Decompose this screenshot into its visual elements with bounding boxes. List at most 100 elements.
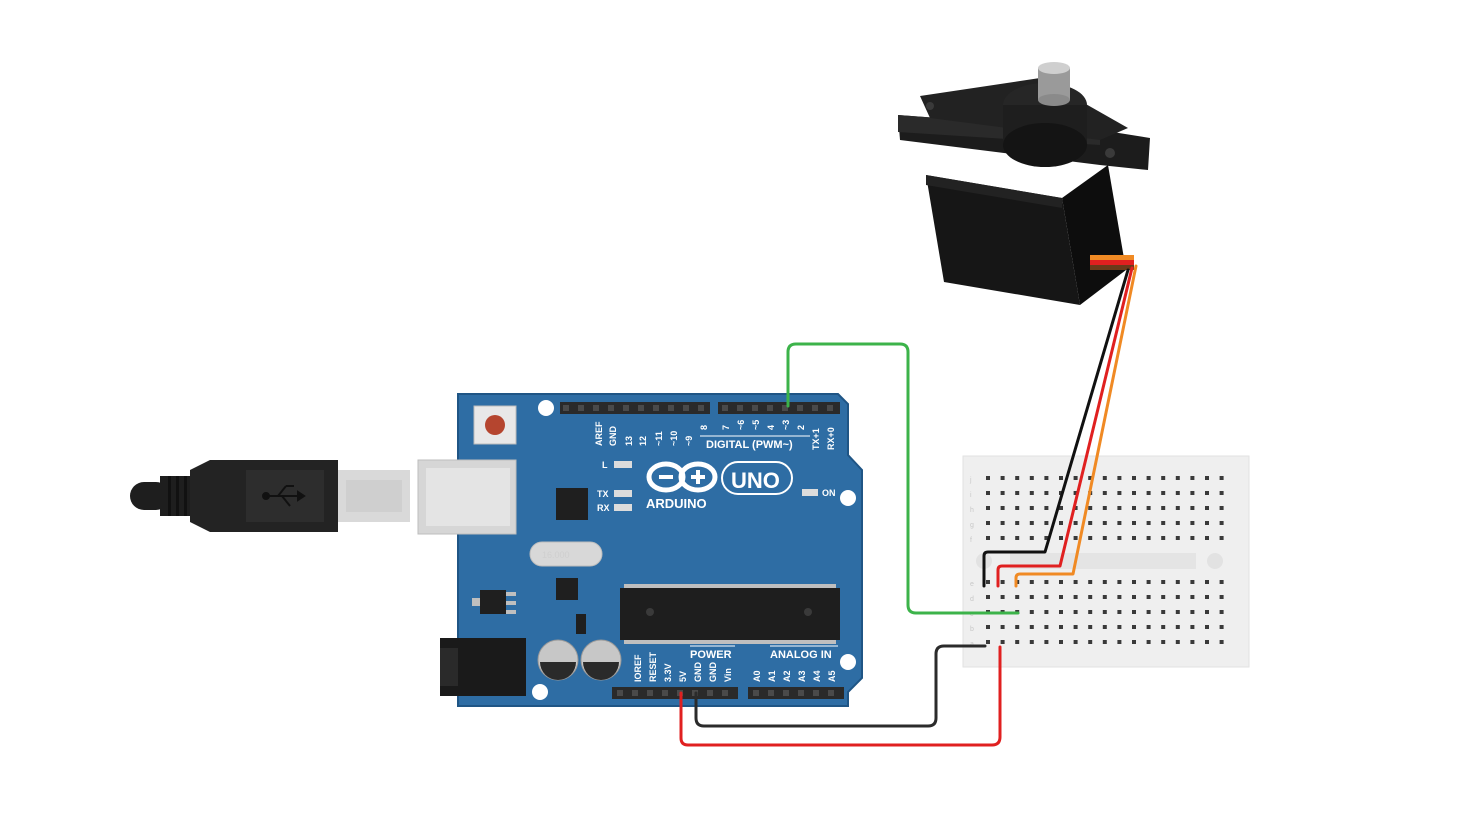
breadboard-hole [1073,595,1078,599]
breadboard-hole [1117,580,1122,584]
breadboard-hole [1000,640,1005,644]
breadboard-hole [1175,506,1180,510]
breadboard-hole [1175,521,1180,525]
breadboard-hole [1073,625,1078,629]
pin-label-gnd: GND [608,426,618,447]
breadboard-hole [986,491,990,495]
pin-label-tx: TX+1 [811,428,821,450]
breadboard-hole [1161,580,1166,584]
breadboard-hole [1205,521,1209,525]
breadboard-hole [1059,595,1063,599]
breadboard-hole [1146,521,1151,525]
breadboard-hole [1015,506,1020,510]
breadboard-hole [1205,595,1209,599]
breadboard-hole [1146,580,1151,584]
breadboard-hole [1102,595,1107,599]
breadboard-hole [1029,476,1034,480]
pin-label-8: 8 [699,425,709,430]
breadboard-hole [1044,595,1049,599]
wire-servo-signal [1014,264,1138,588]
breadboard-hole [986,595,990,599]
wire-gnd [694,644,987,728]
breadboard-hole [1015,491,1020,495]
breadboard-hole [1132,595,1136,599]
breadboard-hole [1175,536,1180,540]
breadboard-hole [1161,536,1166,540]
breadboard-hole [1219,491,1224,495]
breadboard-hole [1102,610,1107,614]
breadboard-hole [1044,640,1049,644]
pin-label-a0: A0 [752,670,762,682]
breadboard-hole [1088,580,1093,584]
breadboard-hole [1205,491,1209,495]
breadboard-hole [1219,521,1224,525]
breadboard-hole [1044,521,1049,525]
breadboard-hole [1175,491,1180,495]
reset-button-icon[interactable] [473,405,517,445]
breadboard-hole [1205,580,1209,584]
svg-text:h: h [970,507,974,514]
led-on-label: ON [822,488,836,498]
pin-label-2: 2 [796,425,806,430]
breadboard-hole [1132,536,1136,540]
breadboard-hole [1190,476,1195,480]
breadboard-hole [1117,491,1122,495]
wire-servo-power [996,266,1134,588]
micro-servo [898,62,1150,305]
pin-label-a5: A5 [827,670,837,682]
breadboard-hole [1175,640,1180,644]
breadboard-hole [1190,536,1195,540]
led-tx-label: TX [597,489,609,499]
breadboard-hole [1029,536,1034,540]
pin-label-rx: RX+0 [826,427,836,450]
led-on [802,489,818,496]
breadboard-hole [1132,610,1136,614]
breadboard-hole [1059,506,1063,510]
breadboard-hole [1015,476,1020,480]
breadboard-hole [1000,476,1005,480]
breadboard-hole [1088,521,1093,525]
breadboard-hole [1102,625,1107,629]
breadboard-hole [1161,595,1166,599]
usb-symbol-icon [262,485,306,507]
wire-5v [679,645,1002,747]
breadboard-hole [1073,580,1078,584]
pin-label-3v3: 3.3V [663,663,673,682]
breadboard-hole [986,506,990,510]
wire-servo-ground [982,268,1130,588]
breadboard-hole [1219,640,1224,644]
breadboard-hole [1029,491,1034,495]
breadboard-hole [1088,476,1093,480]
breadboard-hole [1102,491,1107,495]
pin-label-gnd-2: GND [708,662,718,683]
breadboard-hole [1029,625,1034,629]
digital-header-right [718,402,840,414]
breadboard-hole [1161,476,1166,480]
capacitor-2 [580,639,622,681]
arduino-infinity-logo-icon [646,461,718,493]
breadboard-hole [1175,625,1180,629]
usb-interface-chip [556,488,588,520]
pin-label-6: ~6 [736,420,746,430]
svg-text:i: i [970,492,972,499]
breadboard-hole [1161,521,1166,525]
breadboard-hole [1190,491,1195,495]
svg-text:b: b [970,626,974,633]
pin-label-aref: AREF [594,421,604,446]
crystal-oscillator: 16.000 [529,541,603,567]
brand-name: ARDUINO [646,496,707,511]
svg-text:e: e [970,581,974,588]
model-name: UNO [731,468,780,493]
breadboard-hole [1205,610,1209,614]
breadboard-hole [1088,595,1093,599]
breadboard-hole [1029,521,1034,525]
breadboard-hole [1132,506,1136,510]
svg-text:d: d [970,596,974,603]
breadboard-hole [1190,625,1195,629]
breadboard-hole [1219,536,1224,540]
breadboard-hole [1073,536,1078,540]
breadboard-hole [1088,536,1093,540]
svg-text:j: j [969,477,972,484]
breadboard-hole [1219,476,1224,480]
led-tx [614,490,632,497]
